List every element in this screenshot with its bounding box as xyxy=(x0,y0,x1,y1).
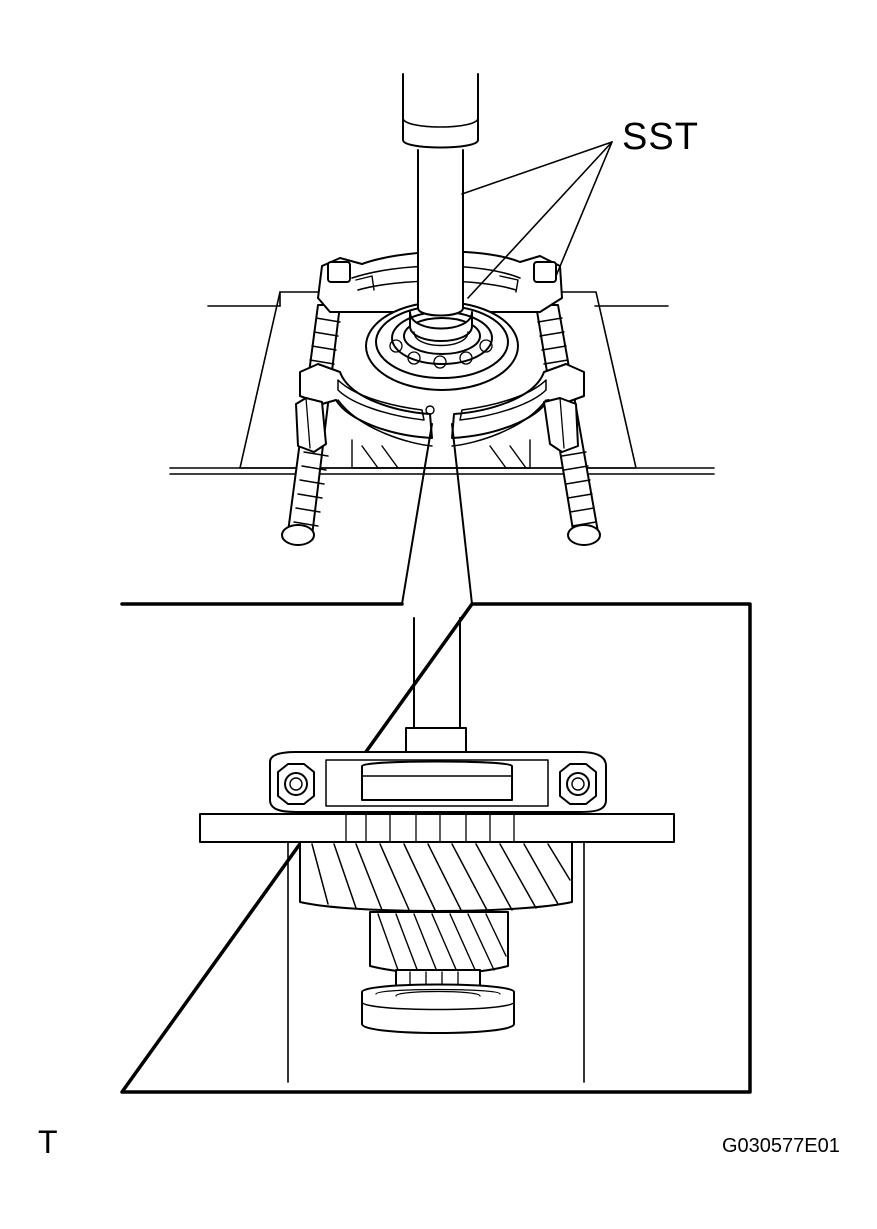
splitter-plate-front xyxy=(295,363,585,453)
sst-callout-label: SST xyxy=(622,116,699,158)
detail-view-frame xyxy=(120,602,752,1094)
detail-section-view xyxy=(199,617,675,1083)
figure-id: G030577E01 xyxy=(722,1135,840,1157)
upper-assembly-view xyxy=(169,73,715,605)
footer-mark: T xyxy=(38,1124,58,1160)
gear-teeth-upper xyxy=(351,439,531,469)
detail-zoom-lines xyxy=(401,423,473,605)
sst-leader-lines xyxy=(461,141,613,299)
press-ram xyxy=(402,73,479,347)
